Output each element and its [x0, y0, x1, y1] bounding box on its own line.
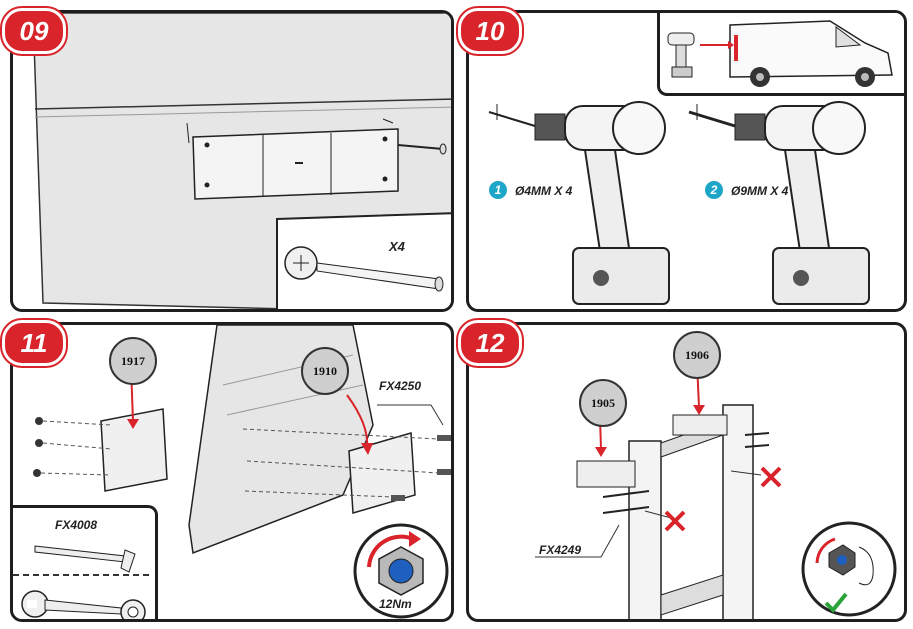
step-09-badge: 09 [2, 8, 66, 54]
part-1906-callout: 1906 [673, 331, 721, 379]
tool-code-label: FX4008 [55, 518, 98, 532]
step-09-panel: X4 [10, 10, 454, 312]
step-09-illustration [32, 13, 451, 309]
inset-divider [13, 574, 149, 576]
cross-icon [760, 466, 782, 488]
tools-inset: FX4008 [13, 505, 158, 619]
step-10-panel: 1 Ø4MM X 4 2 Ø9MM X 4 [466, 10, 907, 312]
hand-nut-icon [801, 521, 897, 617]
part-1910-callout: 1910 [301, 347, 349, 395]
check-icon [824, 592, 848, 613]
drill-icon [488, 101, 670, 305]
screw-code-label: FX4250 [379, 379, 422, 393]
torque-label: 12Nm [379, 597, 412, 611]
drill-icon [688, 101, 870, 305]
step-11-badge: 11 [2, 320, 66, 366]
drill-1-index: 1 [489, 181, 507, 199]
step-11-panel: 1917 1910 FX4250 FX4008 12Nm [10, 322, 454, 622]
nut-icon [353, 523, 449, 619]
part-1917-callout: 1917 [109, 337, 157, 385]
drill-1-spec: Ø4MM X 4 [515, 184, 573, 198]
ladder-illustration [535, 362, 770, 619]
step-09-quantity: X4 [389, 239, 405, 254]
step-12-badge: 12 [458, 320, 522, 366]
drill-2-spec: Ø9MM X 4 [731, 184, 789, 198]
step-12-panel: 1905 1906 FX4249 [466, 322, 907, 622]
cross-icon [664, 510, 686, 532]
wrench-icon [21, 590, 146, 619]
part-1905-callout: 1905 [579, 379, 627, 427]
screw-code-label: FX4249 [539, 543, 582, 557]
van-icon [667, 20, 893, 87]
drill-2-index: 2 [705, 181, 723, 199]
step-10-badge: 10 [458, 8, 522, 54]
bolt-detail-icon [284, 246, 444, 292]
van-inset [657, 13, 904, 96]
hex-key-icon [34, 545, 136, 573]
